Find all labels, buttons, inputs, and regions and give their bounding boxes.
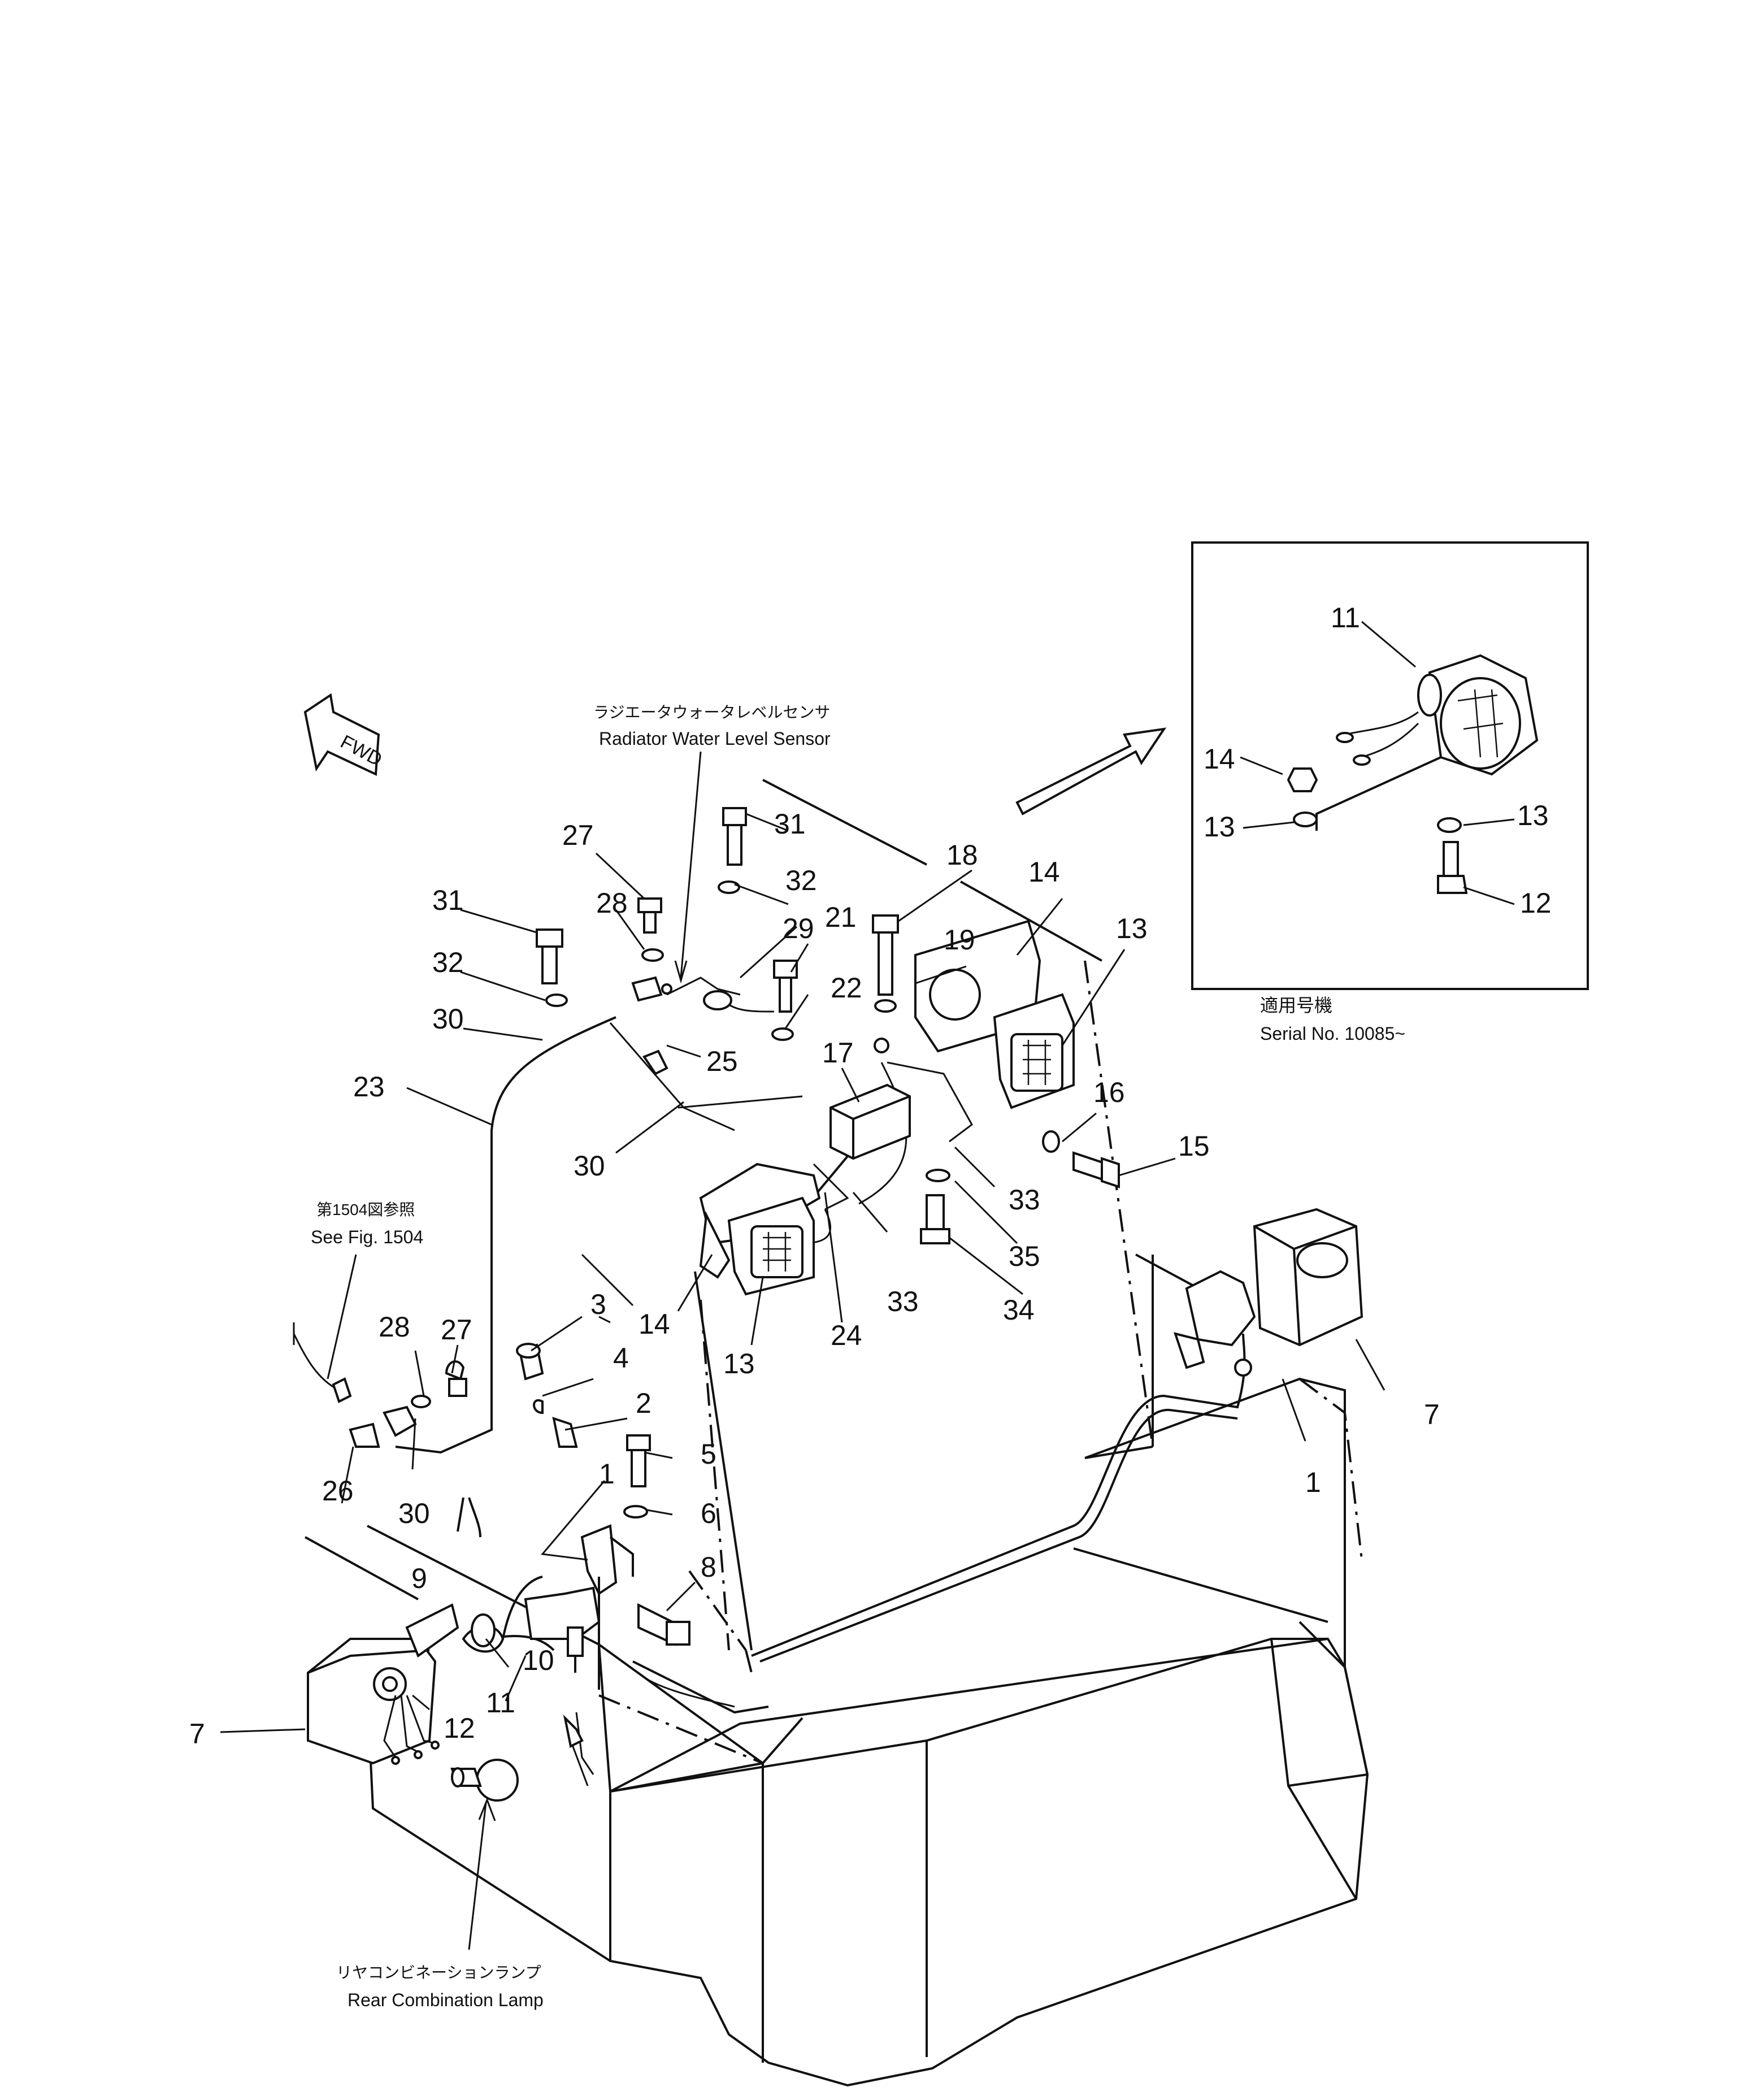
serial-label: Serial No. 10085~ [1260,1023,1405,1044]
wire-harness [293,977,1246,1786]
callout-13-right: 13 [1116,913,1148,944]
relay-center [699,1162,821,1296]
callout-19: 19 [944,924,975,956]
callout-5: 5 [701,1438,716,1470]
callout-18: 18 [946,839,978,871]
callout-2: 2 [636,1387,652,1419]
callout-3: 3 [590,1288,606,1320]
callout-28-left: 28 [379,1311,410,1343]
see-fig-label: See Fig. 1504 [311,1227,423,1247]
radiator-sensor-label: Radiator Water Level Sensor [599,728,831,749]
see-fig-label-jp: 第1504図参照 [316,1201,415,1218]
callout-35: 35 [1009,1240,1040,1272]
left-bracket-assembly [405,1497,690,1748]
callout-33-right: 33 [1009,1184,1040,1216]
callout-22: 22 [831,972,862,1004]
rear-lamp-label: Rear Combination Lamp [348,1990,544,2010]
fwd-arrow: FWD [303,693,385,776]
rear-combination-lamp [450,1759,519,1802]
callout-26: 26 [322,1475,354,1507]
callout-31-top: 31 [774,808,806,840]
rear-lamp-label-jp: リヤコンビネーションランプ [336,1964,541,1981]
serial-label-jp: 適用号機 [1260,995,1332,1016]
callout-11-left: 11 [486,1687,515,1719]
callout-1-right: 1 [1305,1466,1321,1498]
callout-27-left: 27 [441,1314,472,1346]
callout-33-mid: 33 [887,1286,919,1317]
callout-29: 29 [783,913,814,944]
radiator-sensor-label-jp: ラジエータウォータレベルセンサ [593,704,830,721]
callout-13-center: 13 [723,1348,755,1379]
inset-callout-13-left: 13 [1204,811,1235,843]
inset-callout-11: 11 [1331,602,1360,634]
callout-1-left: 1 [599,1458,615,1490]
inset-callout-12: 12 [1520,887,1552,919]
callout-14-right: 14 [1028,856,1060,888]
tail-lamp-left [307,1638,440,1765]
callout-30-mid: 30 [574,1150,605,1182]
callout-27-top: 27 [562,819,594,851]
callout-8: 8 [701,1551,716,1583]
callout-17: 17 [822,1037,854,1069]
callout-15: 15 [1178,1130,1210,1162]
inset-box: 11 14 13 13 12 [1191,541,1589,990]
control-box [829,1083,911,1160]
bolts-and-washers [332,807,1120,1518]
callout-30-left: 30 [398,1498,430,1529]
callout-32-top: 32 [785,865,817,896]
callout-16: 16 [1093,1077,1125,1108]
leader-lines [220,813,1385,1733]
callout-12-left: 12 [444,1712,475,1744]
callout-30-top: 30 [432,1003,464,1035]
inset-pointer-arrow [1015,727,1167,815]
callout-21: 21 [825,901,857,933]
callout-14-center: 14 [639,1308,670,1340]
callout-4: 4 [613,1342,629,1374]
tail-lamp-right [1173,1208,1363,1377]
callout-23: 23 [353,1071,385,1103]
inset-callout-14: 14 [1204,743,1235,775]
callout-7-left: 7 [189,1718,205,1750]
callout-24: 24 [831,1320,862,1351]
callout-32-left: 32 [432,947,464,978]
relay-right [914,919,1075,1109]
callout-7-right: 7 [1424,1399,1440,1430]
callout-31-left: 31 [432,884,464,916]
callout-9: 9 [411,1563,427,1594]
callout-34: 34 [1003,1294,1035,1326]
callout-numbers: 27 31 32 31 28 29 21 32 22 30 25 23 30 1… [189,808,1440,1750]
inset-callout-13-right: 13 [1517,800,1549,831]
callout-25: 25 [706,1045,738,1077]
callout-28-top: 28 [596,887,628,919]
callout-6: 6 [701,1498,716,1529]
callout-10: 10 [523,1645,554,1676]
